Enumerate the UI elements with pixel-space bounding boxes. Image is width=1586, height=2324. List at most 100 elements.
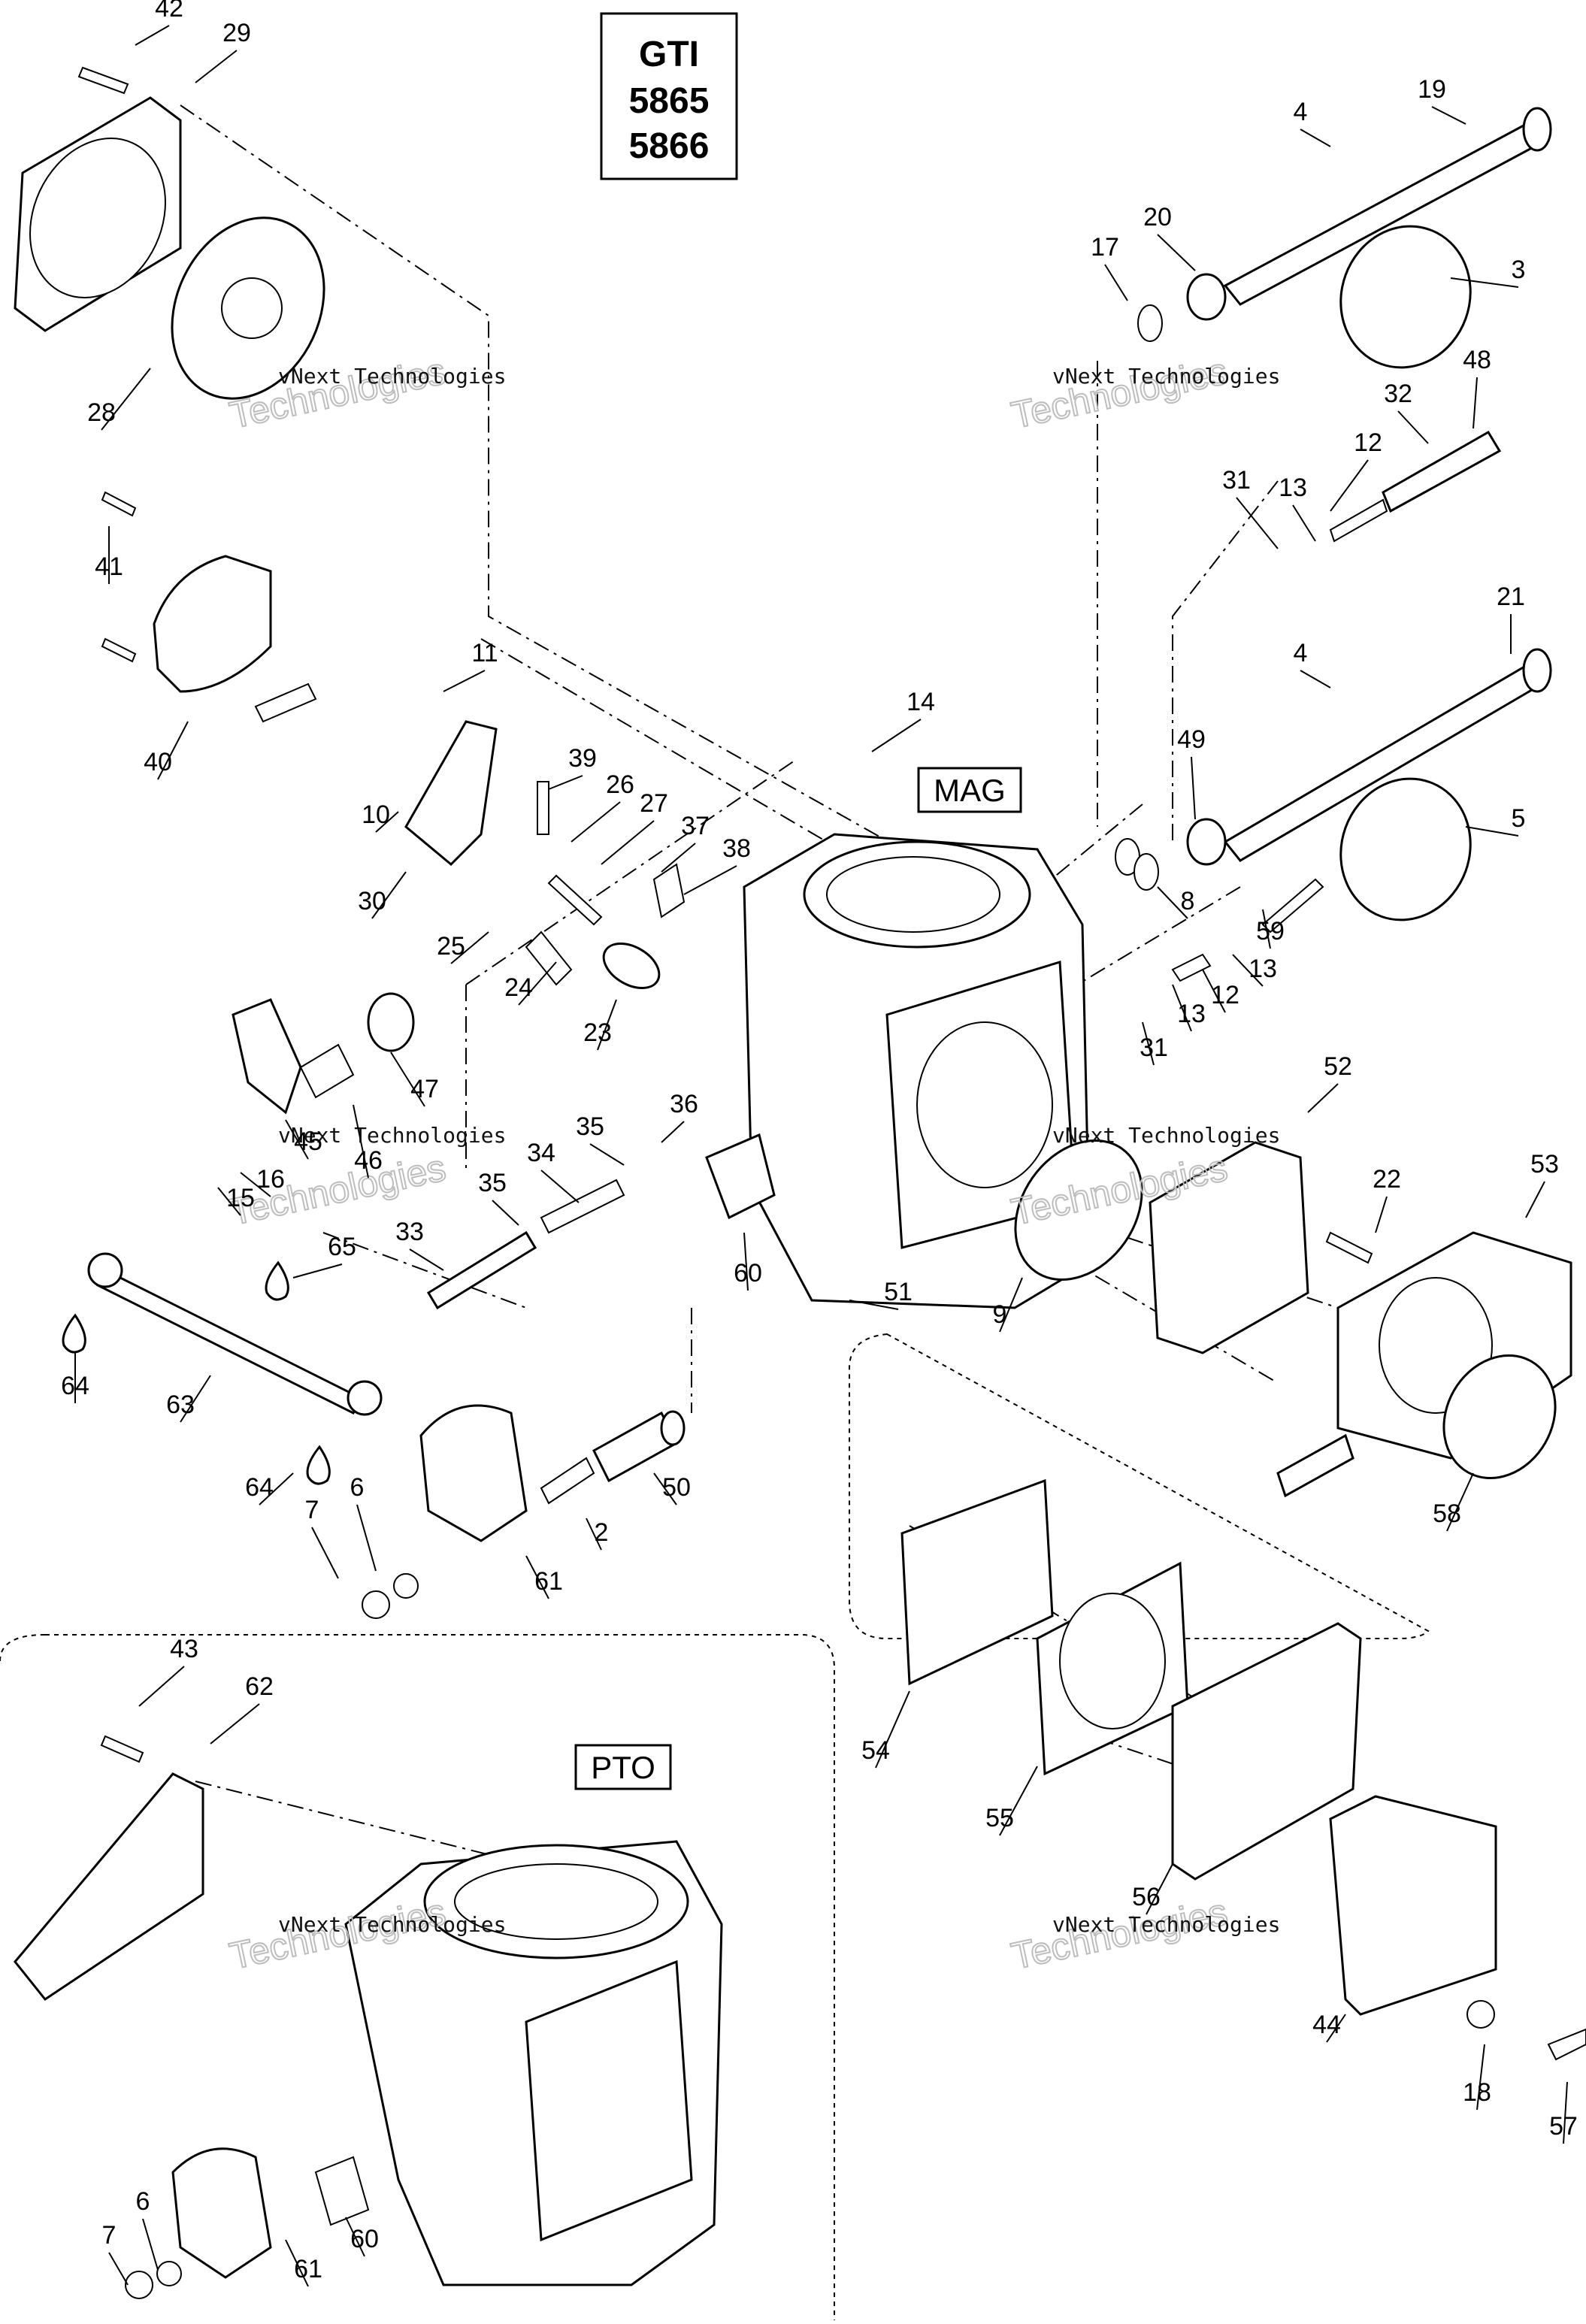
lever-61 [419,1404,528,1542]
callout-number: 18 [1463,2078,1491,2107]
leader-line [1476,2044,1485,2111]
callout-number: 26 [606,770,634,799]
pump-frame [849,1333,1430,1639]
leader-line [849,1300,899,1310]
idle-screw-33 [426,1230,537,1310]
callout-number: 12 [1354,428,1382,457]
callout-number: 57 [1549,2112,1578,2141]
callout-number: 36 [670,1090,698,1118]
plate-30 [404,720,498,867]
callout-number: 59 [1256,917,1285,946]
callout-number: 30 [358,887,386,915]
leader-line [1446,1472,1474,1532]
callout-number: 47 [410,1075,439,1103]
callout-number: 34 [527,1139,555,1167]
throttle-plate-3 [1339,225,1472,369]
leader-line [409,1248,444,1271]
callout-number: 63 [166,1390,195,1419]
callout-number: 64 [61,1372,89,1400]
callout-number: 42 [155,0,183,23]
leader-line [571,801,621,843]
leader-line [157,721,189,780]
callout-number: 15 [226,1184,255,1212]
leader-line [142,2218,159,2271]
callout-number: 8 [1181,887,1195,915]
needle-32 [1382,430,1502,513]
callout-number: 40 [144,748,172,776]
callout-number: 61 [534,1567,563,1596]
leader-line [1450,277,1519,288]
model-line-3: 5866 [629,126,710,166]
callout-number: 2 [595,1518,609,1547]
leader-line [101,368,151,431]
leader-line [1300,129,1331,147]
callout-number: 51 [884,1278,913,1306]
callout-number: 54 [861,1736,890,1765]
model-line-2: 5865 [629,81,710,121]
callout-number: 38 [722,834,751,863]
callout-number: 19 [1418,75,1446,104]
callout-number: 46 [354,1146,383,1175]
leader-line [108,2252,129,2286]
leader-line [492,1200,519,1226]
leader-line [1236,497,1279,549]
leader-line [1142,1021,1155,1066]
callout-number: 62 [245,1672,274,1701]
leader-line [1465,826,1519,837]
callout-number: 6 [136,2187,150,2216]
leader-line [138,1666,185,1707]
callout-number: 50 [662,1473,691,1502]
callout-number: 60 [350,2225,379,2253]
leader-line [135,25,170,46]
callout-number: 22 [1373,1165,1401,1194]
leader-line [353,1104,369,1179]
leader-line [285,1119,309,1160]
callout-number: 16 [256,1165,285,1194]
leader-line [1232,954,1264,987]
plate-62 [14,1772,204,2002]
leader-line [1307,1083,1339,1113]
leader-line [1146,1863,1173,1915]
leader-line [661,843,696,873]
leader-line [1172,984,1192,1032]
svg-text:vNext Technologies: vNext Technologies [1052,364,1280,389]
callout-number: 23 [583,1018,612,1047]
callout-number: 39 [568,744,597,773]
leader-line [999,1277,1023,1333]
leader-line [1563,2081,1568,2144]
mag-label: MAG [917,767,1022,813]
leader-line [210,1703,260,1745]
leader-line [371,871,407,919]
callout-number: 6 [350,1473,365,1502]
callout-number: 61 [294,2255,322,2283]
callout-layer: 4229284140111030392627373825242314419201… [61,0,1578,2287]
gasket-9 [1014,1139,1143,1282]
oil-drop-icon [62,1313,86,1354]
throttle-plate-5 [1339,777,1472,921]
leader-line [601,820,655,865]
leader-line [683,865,737,895]
model-box: GTI 5865 5866 [600,12,738,180]
oil-drop-icon [265,1260,289,1301]
callout-number: 7 [102,2221,117,2250]
leader-line [345,2217,365,2257]
callout-number: 65 [328,1233,356,1261]
leader-line [180,1375,211,1423]
svg-text:vNext Technologies: vNext Technologies [278,1912,506,1937]
leader-line [443,670,486,692]
callout-number: 13 [1249,955,1277,983]
leader-line [217,1187,241,1216]
callout-number: 32 [1384,380,1412,408]
leader-line [1157,886,1188,919]
callout-number: 3 [1512,256,1526,284]
throttle-lever [153,555,272,693]
svg-text:Technologies: Technologies [1008,350,1231,436]
leader-line [525,1555,549,1599]
leader-line [999,1766,1038,1836]
leader-line [1525,1181,1545,1218]
leader-line [311,1527,339,1579]
callout-number: 33 [395,1218,424,1246]
callout-number: 25 [437,932,465,961]
callout-number: 56 [1132,1883,1161,1911]
